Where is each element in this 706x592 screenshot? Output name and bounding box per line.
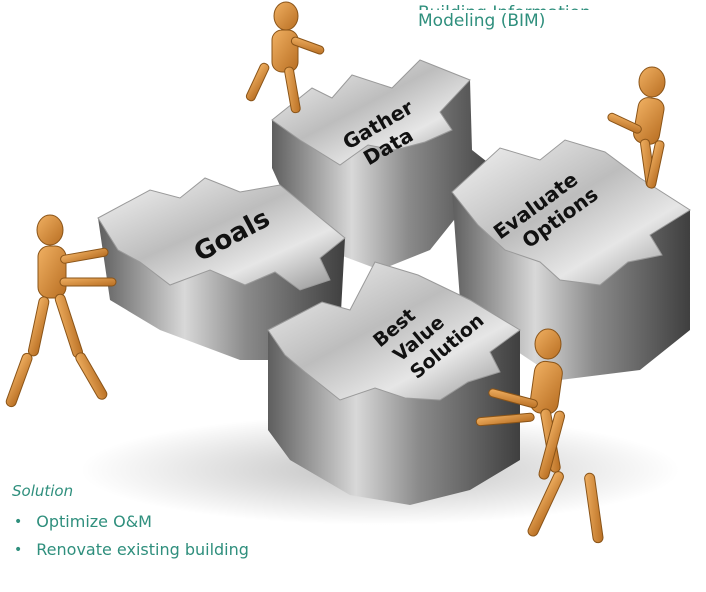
header-line-2: Modeling (BIM) (418, 11, 546, 31)
solution-bullet-text: Optimize O&M (36, 512, 152, 531)
puzzle-piece-best-value-solution (267, 261, 521, 505)
header-text: Building Information Modeling (BIM) (418, 3, 591, 32)
solution-bullet-item: • Renovate existing building (12, 536, 249, 564)
mannequin-figure-top (245, 1, 325, 114)
solution-bullet-item: • Optimize O&M (12, 508, 249, 536)
solution-block: Solution • Optimize O&M • Renovate exist… (12, 482, 249, 564)
mannequin-figure-left (5, 214, 117, 408)
solution-bullet-list: • Optimize O&M • Renovate existing build… (12, 508, 249, 564)
solution-heading: Solution (12, 482, 74, 500)
mannequin-figure-bottom-right (475, 328, 604, 544)
header-cut-line: Building Information (418, 2, 591, 10)
puzzle-piece-goals (97, 177, 346, 360)
puzzle-piece-gather-data (271, 59, 500, 270)
bullet-icon: • (14, 514, 23, 530)
solution-bullet-text: Renovate existing building (36, 540, 249, 559)
puzzle-piece-evaluate-options (451, 139, 691, 380)
bullet-icon: • (14, 542, 23, 558)
mannequin-figure-right (607, 66, 666, 189)
